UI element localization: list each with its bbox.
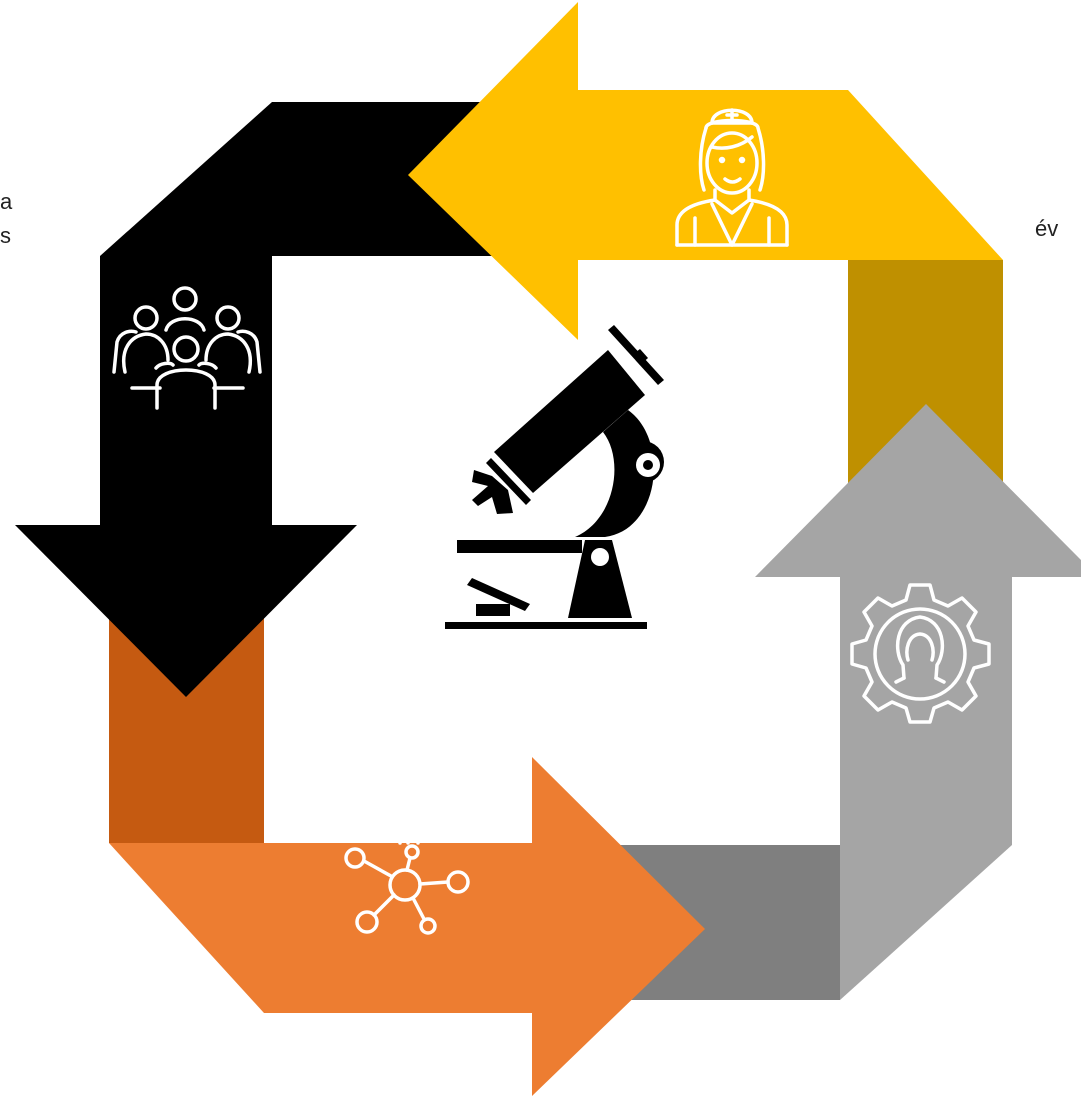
microscope-icon (445, 325, 664, 629)
molecule-network-icon (344, 841, 470, 935)
orange-segment (109, 757, 840, 1096)
yellow-segment (408, 2, 1003, 340)
down-arrow-head (15, 525, 357, 697)
right-side-text: év (1035, 212, 1058, 246)
black-corner-bevel (100, 102, 272, 256)
gray-column (840, 560, 1012, 845)
orange-corner-bevel (109, 843, 264, 1013)
left-side-text: a s (0, 185, 12, 253)
black-column (100, 256, 272, 526)
left-arrow-head (408, 2, 578, 340)
up-arrow-head (755, 404, 1081, 577)
orange-arrow-shaft (520, 843, 580, 1013)
left-text-line-1: a (0, 189, 13, 214)
nurse-icon (675, 108, 789, 247)
black-segment (100, 102, 497, 526)
gray-corner-bevel (840, 845, 1012, 1000)
group-meeting-icon (112, 286, 262, 410)
yellow-arrow-shaft (570, 90, 590, 260)
gear-head-icon (850, 583, 991, 724)
left-text-line-2: s (0, 223, 11, 248)
right-text-line-1: év (1035, 216, 1059, 241)
yellow-corner-bevel (848, 90, 1003, 260)
